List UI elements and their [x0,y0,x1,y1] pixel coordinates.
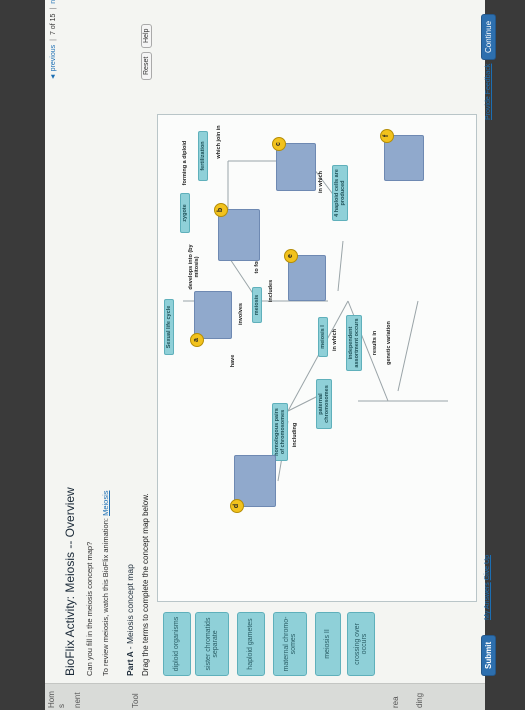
sidebar-fragment-reading[interactable]: ding [415,692,424,708]
text-develops-into: develops into (by mitosis) [188,244,200,290]
text-have: have [230,354,236,368]
meiosis-animation-link[interactable]: Meiosis [101,490,110,516]
review-label: To review meiosis, watch this BioFlix an… [101,518,110,676]
instructions: Drag the terms to complete the concept m… [141,493,150,676]
previous-link[interactable]: ◄ previous [49,44,57,81]
pagination-separator: | [49,39,57,41]
label-meiosis: meiosis [252,287,262,323]
text-forming-a-diploid: forming a diploid [182,140,188,186]
label-zygote: zygote [180,193,190,233]
label-independent-assortment: independent assortment occurs [346,315,362,371]
my-answers-link[interactable]: My Answers [484,582,491,620]
text-in-which-2: in which [318,171,324,193]
part-name: - Meiosis concept map [125,564,135,650]
part-a-heading: Part A - Meiosis concept map [125,564,135,676]
provide-feedback-link[interactable]: Provide Feedback [485,63,492,120]
label-paternal-chromosomes: paternal chromosomes [316,379,332,429]
drop-target-b[interactable] [218,209,260,261]
text-genetic-variation: genetic variation [386,321,392,365]
label-sexual-life-cycle: Sexual life cycle [164,299,174,355]
reset-button[interactable]: Reset [141,51,152,80]
text-which-join-in: which join in [216,125,222,159]
page-indicator: 7 of 15 [49,13,57,36]
term-sister-chromatids-separate[interactable]: sister chromatids separate [195,612,229,676]
label-meiosis-i: meiosis I [318,317,328,357]
text-involves: involves [238,303,244,326]
text-results-in: results in [372,330,378,356]
marker-f: f [380,129,394,143]
label-homologous-pairs: homologous pairs of chromosomes [272,403,288,461]
sidebar-fragment-s[interactable]: s [57,704,66,708]
marker-c: c [272,137,286,151]
submit-button[interactable]: Submit [481,634,496,676]
pagination-bar: ◄ previous | 7 of 15 | ne [45,0,61,684]
part-label: Part A [125,651,135,676]
question-text: Can you fill in the meiosis concept map? [85,541,94,676]
sidebar-fragment-area[interactable]: rea [391,696,400,708]
term-diploid-organisms[interactable]: diploid organisms [163,612,191,676]
text-includes: includes [268,279,274,303]
text-in-which-1: in which [332,329,338,351]
marker-a: a [190,333,204,347]
pagination-separator-2: | [49,7,57,10]
sidebar-fragment-tools[interactable]: Tool [131,693,140,708]
course-sidebar: Hom s nent Tool rea ding [45,683,485,710]
answer-links: My Answers Give Up [484,555,491,620]
text-including: including [292,422,298,448]
concept-map: Sexual life cycle develops into (by mito… [157,114,477,602]
activity-page: Hom s nent Tool rea ding ◄ previous | 7 … [45,0,496,710]
marker-b: b [214,203,228,217]
activity-title: BioFlix Activity: Meiosis -- Overview [63,487,77,676]
continue-button[interactable]: Continue [481,13,496,60]
next-link[interactable]: ne [50,0,57,4]
give-up-link[interactable]: Give Up [484,555,491,581]
term-haploid-gametes[interactable]: haploid gametes [237,612,265,676]
sidebar-fragment-assignment[interactable]: nent [73,692,82,708]
help-button[interactable]: Help [141,23,152,48]
marker-e: e [284,249,298,263]
term-maternal-chromosomes[interactable]: maternal chromo-somes [273,612,307,676]
marker-d: d [230,499,244,513]
label-fertilization: fertilization [198,131,208,181]
map-connectors [183,160,448,482]
review-text: To review meiosis, watch this BioFlix an… [101,490,110,676]
drop-target-a[interactable] [194,291,232,339]
term-meiosis-ii[interactable]: meiosis II [315,612,341,676]
label-haploid-cells: 4 haploid cells are produced [332,165,348,221]
term-crossing-over-occurs[interactable]: crossing over occurs [347,612,375,676]
